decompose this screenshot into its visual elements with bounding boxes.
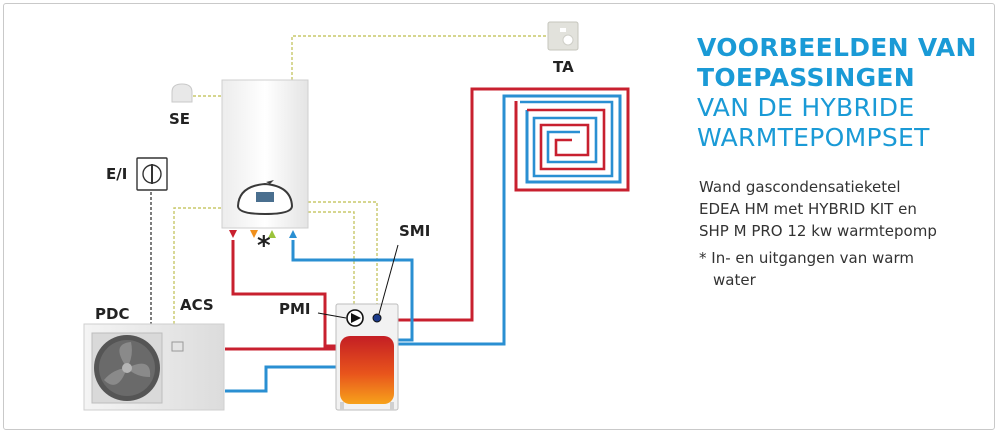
outdoor-sensor [171,83,193,103]
heading-line-2: TOEPASSINGEN [697,63,915,92]
heading-line-1: VOORBEELDEN VAN [697,33,977,62]
hot-water-tank [335,303,399,411]
wall-boiler [221,79,309,229]
heat-pump-unit [83,323,225,411]
label-ta: TA [553,58,574,76]
wire-pmi-boiler [308,211,355,315]
smi-leader [378,244,399,315]
heading-line-4: WARMTEPOMPSET [697,123,930,152]
control-wires [173,35,548,324]
image-frame [3,3,995,430]
description-line-1: Wand gascondensatieketel [699,178,901,196]
wire-ta-boiler [291,35,548,80]
hot-pipes [225,87,630,351]
label-acs: ACS [180,296,214,314]
description-line-3: SHP M PRO 12 kw warmtepomp [699,222,937,240]
description-line-2: EDEA HM met HYBRID KIT en [699,200,917,218]
label-pdc: PDC [95,305,130,323]
label-se: SE [169,110,191,128]
main-switch [136,157,168,191]
label-asterisk: * [257,231,271,261]
wire-acs-boiler [173,207,222,324]
cold-pipes [225,94,622,393]
pipe-boiler-to-tank [231,240,340,348]
label-ei: E/I [106,165,128,183]
wire-smi-boiler [308,201,378,315]
room-thermostat [547,21,579,51]
footnote-line-1: * In- en uitgangen van warm [699,249,915,267]
pipe-tank-to-floor [340,87,630,322]
heading-line-3: VAN DE HYBRIDE [697,93,915,122]
underfloor-heating-coil [520,100,614,178]
sensor-smi [372,313,382,323]
pipe-tank-to-boiler [291,240,414,342]
label-pmi: PMI [279,300,311,318]
pipe-floor-return [398,94,622,346]
footnote-line-2: water [713,271,756,289]
description: Wand gascondensatieketel EDEA HM met HYB… [699,176,984,242]
pipe-tank-to-pdc [225,365,340,393]
circulation-pump [346,309,364,327]
boiler-connection-arrows [229,230,297,238]
page-heading: VOORBEELDEN VAN TOEPASSINGEN VAN DE HYBR… [697,33,987,153]
pmi-leader [317,312,347,319]
label-smi: SMI [399,222,431,240]
footnote: * In- en uitgangen van warm water [699,247,969,291]
